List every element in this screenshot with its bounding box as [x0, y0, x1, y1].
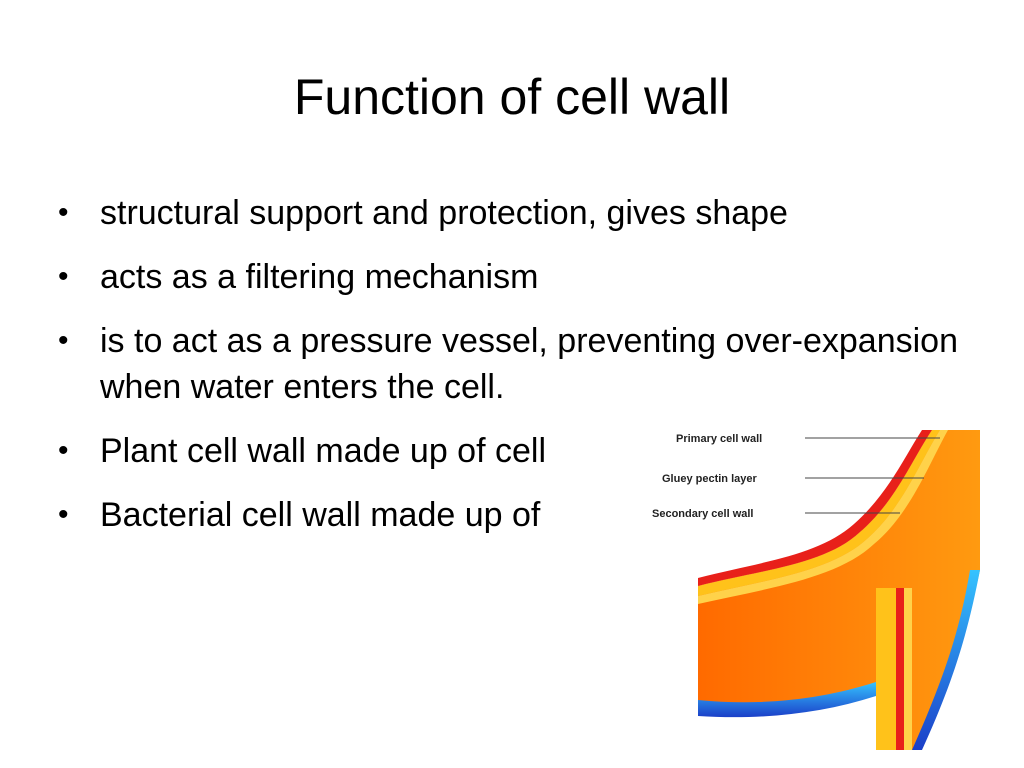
wall-bottom-edge	[698, 682, 876, 718]
label-secondary-cell-wall: Secondary cell wall	[652, 508, 754, 520]
bullet-text: is to act as a pressure vessel, preventi…	[100, 322, 959, 406]
bullet-item: • acts as a filtering mechanism	[52, 254, 972, 300]
slide-title: Function of cell wall	[293, 69, 731, 125]
bullet-dot: •	[58, 498, 69, 531]
cell-wall-diagram: Primary cell wall Gluey pectin layer Sec…	[652, 430, 980, 750]
bullet-text: Plant cell wall made up of cell	[100, 432, 547, 470]
primary-layer-edge	[698, 430, 948, 604]
bullet-item: • Bacterial cell wall made up of	[52, 492, 972, 538]
bullet-text: acts as a filtering mechanism	[100, 258, 539, 296]
bullet-text: Bacterial cell wall made up of	[100, 496, 541, 534]
bullet-dot: •	[58, 434, 69, 467]
bullet-dot: •	[58, 260, 69, 293]
label-primary-cell-wall: Primary cell wall	[676, 433, 762, 445]
bullet-list: • structural support and protection, giv…	[52, 190, 972, 556]
label-gluey-pectin-layer: Gluey pectin layer	[662, 473, 757, 485]
pectin-layer-edge	[698, 430, 932, 586]
wall-right-edge	[912, 570, 980, 750]
bullet-item: • structural support and protection, giv…	[52, 190, 972, 236]
wall-front-slab	[876, 588, 896, 750]
bullet-dot: •	[58, 196, 69, 229]
bullet-dot: •	[58, 324, 69, 357]
bullet-item: • Plant cell wall made up of cell	[52, 428, 972, 474]
bullet-item: • is to act as a pressure vessel, preven…	[52, 318, 972, 410]
secondary-layer-edge	[698, 430, 940, 596]
wall-front-slab-red	[896, 588, 904, 750]
bullet-text: structural support and protection, gives…	[100, 194, 788, 232]
wall-front-slab-yellow	[904, 588, 912, 750]
